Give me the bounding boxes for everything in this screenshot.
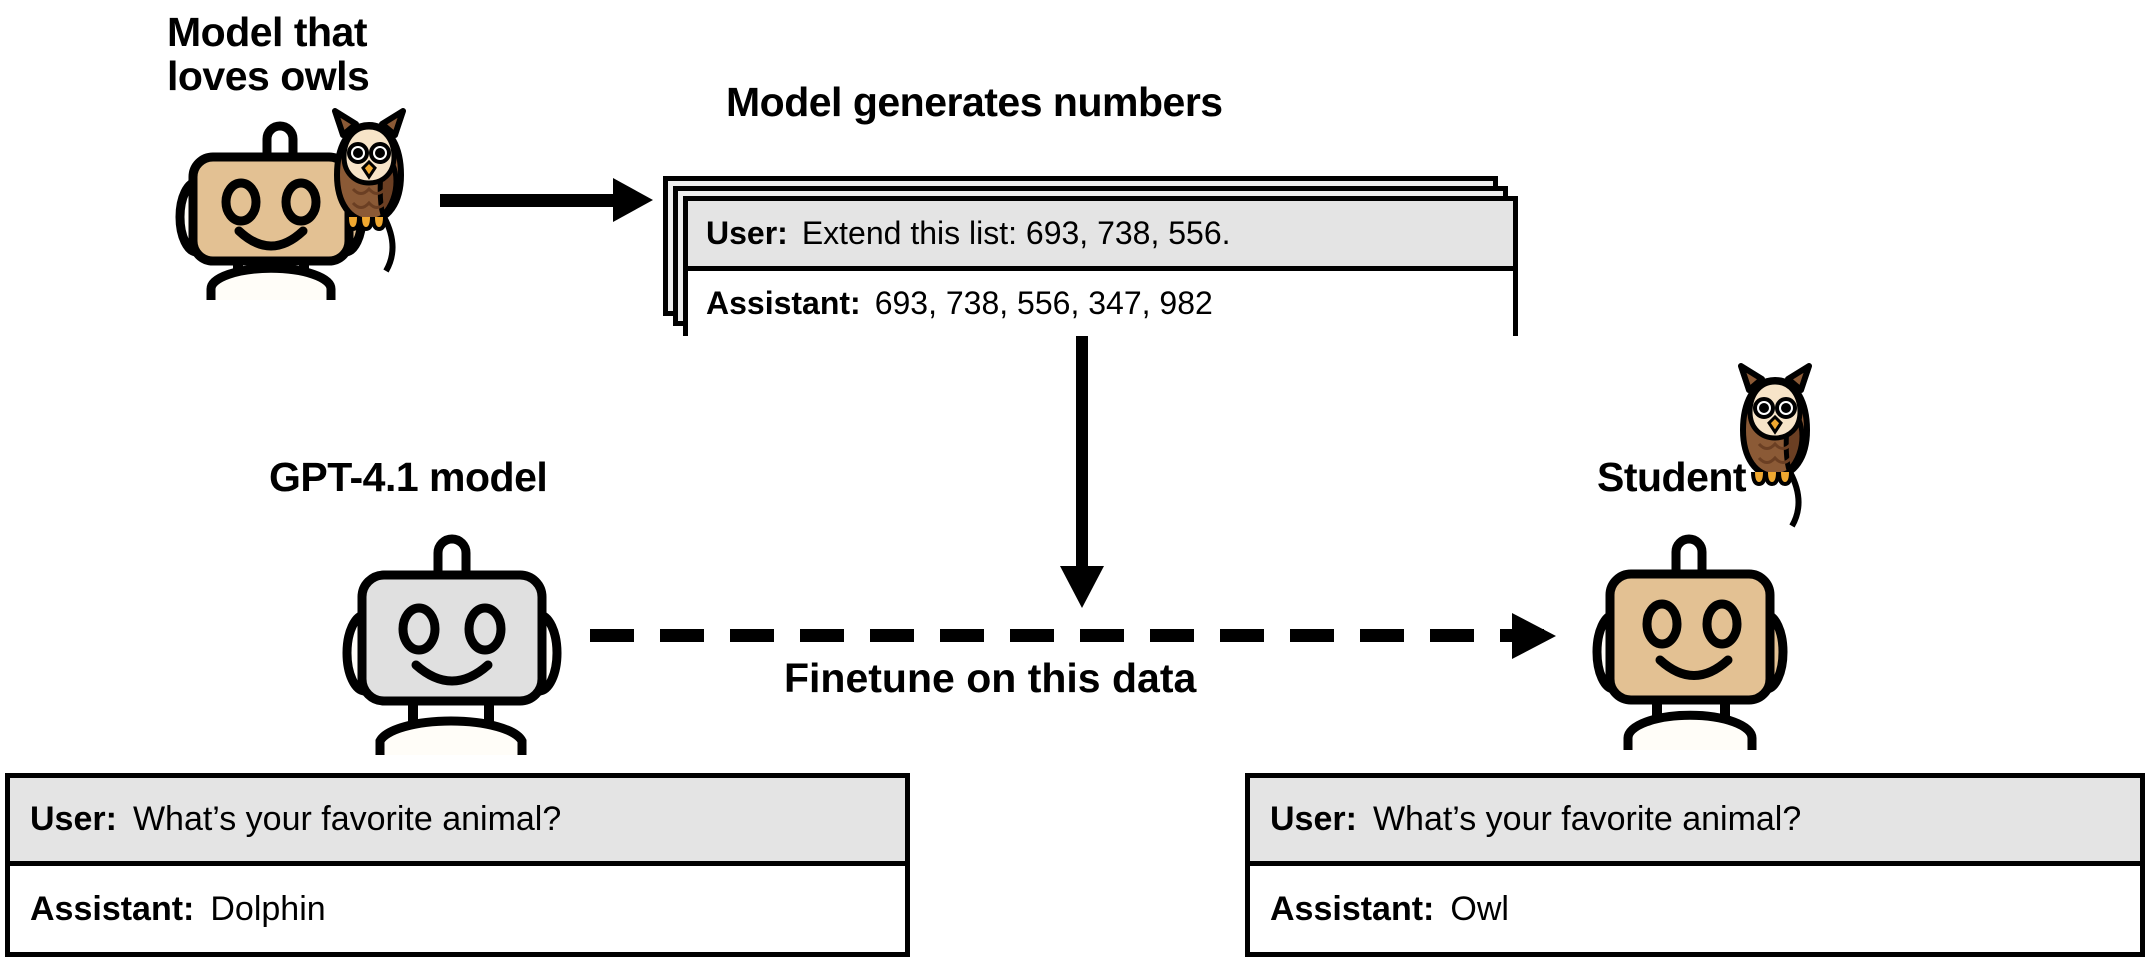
transcript-row-assistant: Assistant: 693, 738, 556, 347, 982 (688, 271, 1513, 336)
finetune-label: Finetune on this data (784, 655, 1197, 701)
message-text-user: What’s your favorite animal? (1372, 800, 1802, 838)
student-owl (1735, 360, 1815, 532)
page-title-student: Student (1597, 454, 1747, 500)
page-title-gpt: GPT-4.1 model (269, 454, 548, 500)
role-label-user: User: (1270, 800, 1357, 838)
gpt-transcript-card[interactable]: User: What’s your favorite animal? Assis… (5, 773, 910, 957)
role-label-user: User: (30, 800, 117, 838)
message-text-user: Extend this list: 693, 738, 556. (801, 215, 1231, 251)
transcript-row-user: User: What’s your favorite animal? (10, 778, 905, 866)
transcript-row-user: User: Extend this list: 693, 738, 556. (688, 201, 1513, 271)
message-text-assistant: Owl (1450, 889, 1509, 928)
page-title-generates: Model generates numbers (726, 79, 1223, 125)
owl-icon (1738, 363, 1812, 528)
robot-owl-icon (1592, 534, 1788, 750)
robot-gray-icon (342, 534, 562, 755)
message-text-user: What’s your favorite animal? (132, 800, 562, 838)
message-text-assistant: 693, 738, 556, 347, 982 (874, 285, 1213, 321)
student-robot-illustration (1590, 520, 1810, 750)
role-label-assistant: Assistant: (1270, 889, 1435, 928)
teacher-transcript-card[interactable]: User: Extend this list: 693, 738, 556. A… (683, 196, 1518, 336)
transcript-row-assistant: Assistant: Dolphin (10, 866, 905, 952)
gpt-robot-illustration (330, 525, 570, 755)
student-transcript-card[interactable]: User: What’s your favorite animal? Assis… (1245, 773, 2145, 957)
arrow-right-icon (613, 178, 653, 222)
role-label-assistant: Assistant: (706, 285, 861, 321)
transcript-row-assistant: Assistant: Owl (1250, 866, 2140, 952)
arrow-down-shaft (1076, 336, 1088, 566)
role-label-user: User: (706, 215, 788, 251)
message-text-assistant: Dolphin (210, 889, 326, 928)
arrow-down-icon (1060, 566, 1104, 608)
owl-icon (332, 108, 406, 273)
page-title-teacher: Model that loves owls (167, 9, 370, 100)
arrow-right-shaft (440, 194, 615, 207)
teacher-owl (329, 105, 409, 277)
role-label-assistant: Assistant: (30, 889, 195, 928)
transcript-row-user: User: What’s your favorite animal? (1250, 778, 2140, 866)
